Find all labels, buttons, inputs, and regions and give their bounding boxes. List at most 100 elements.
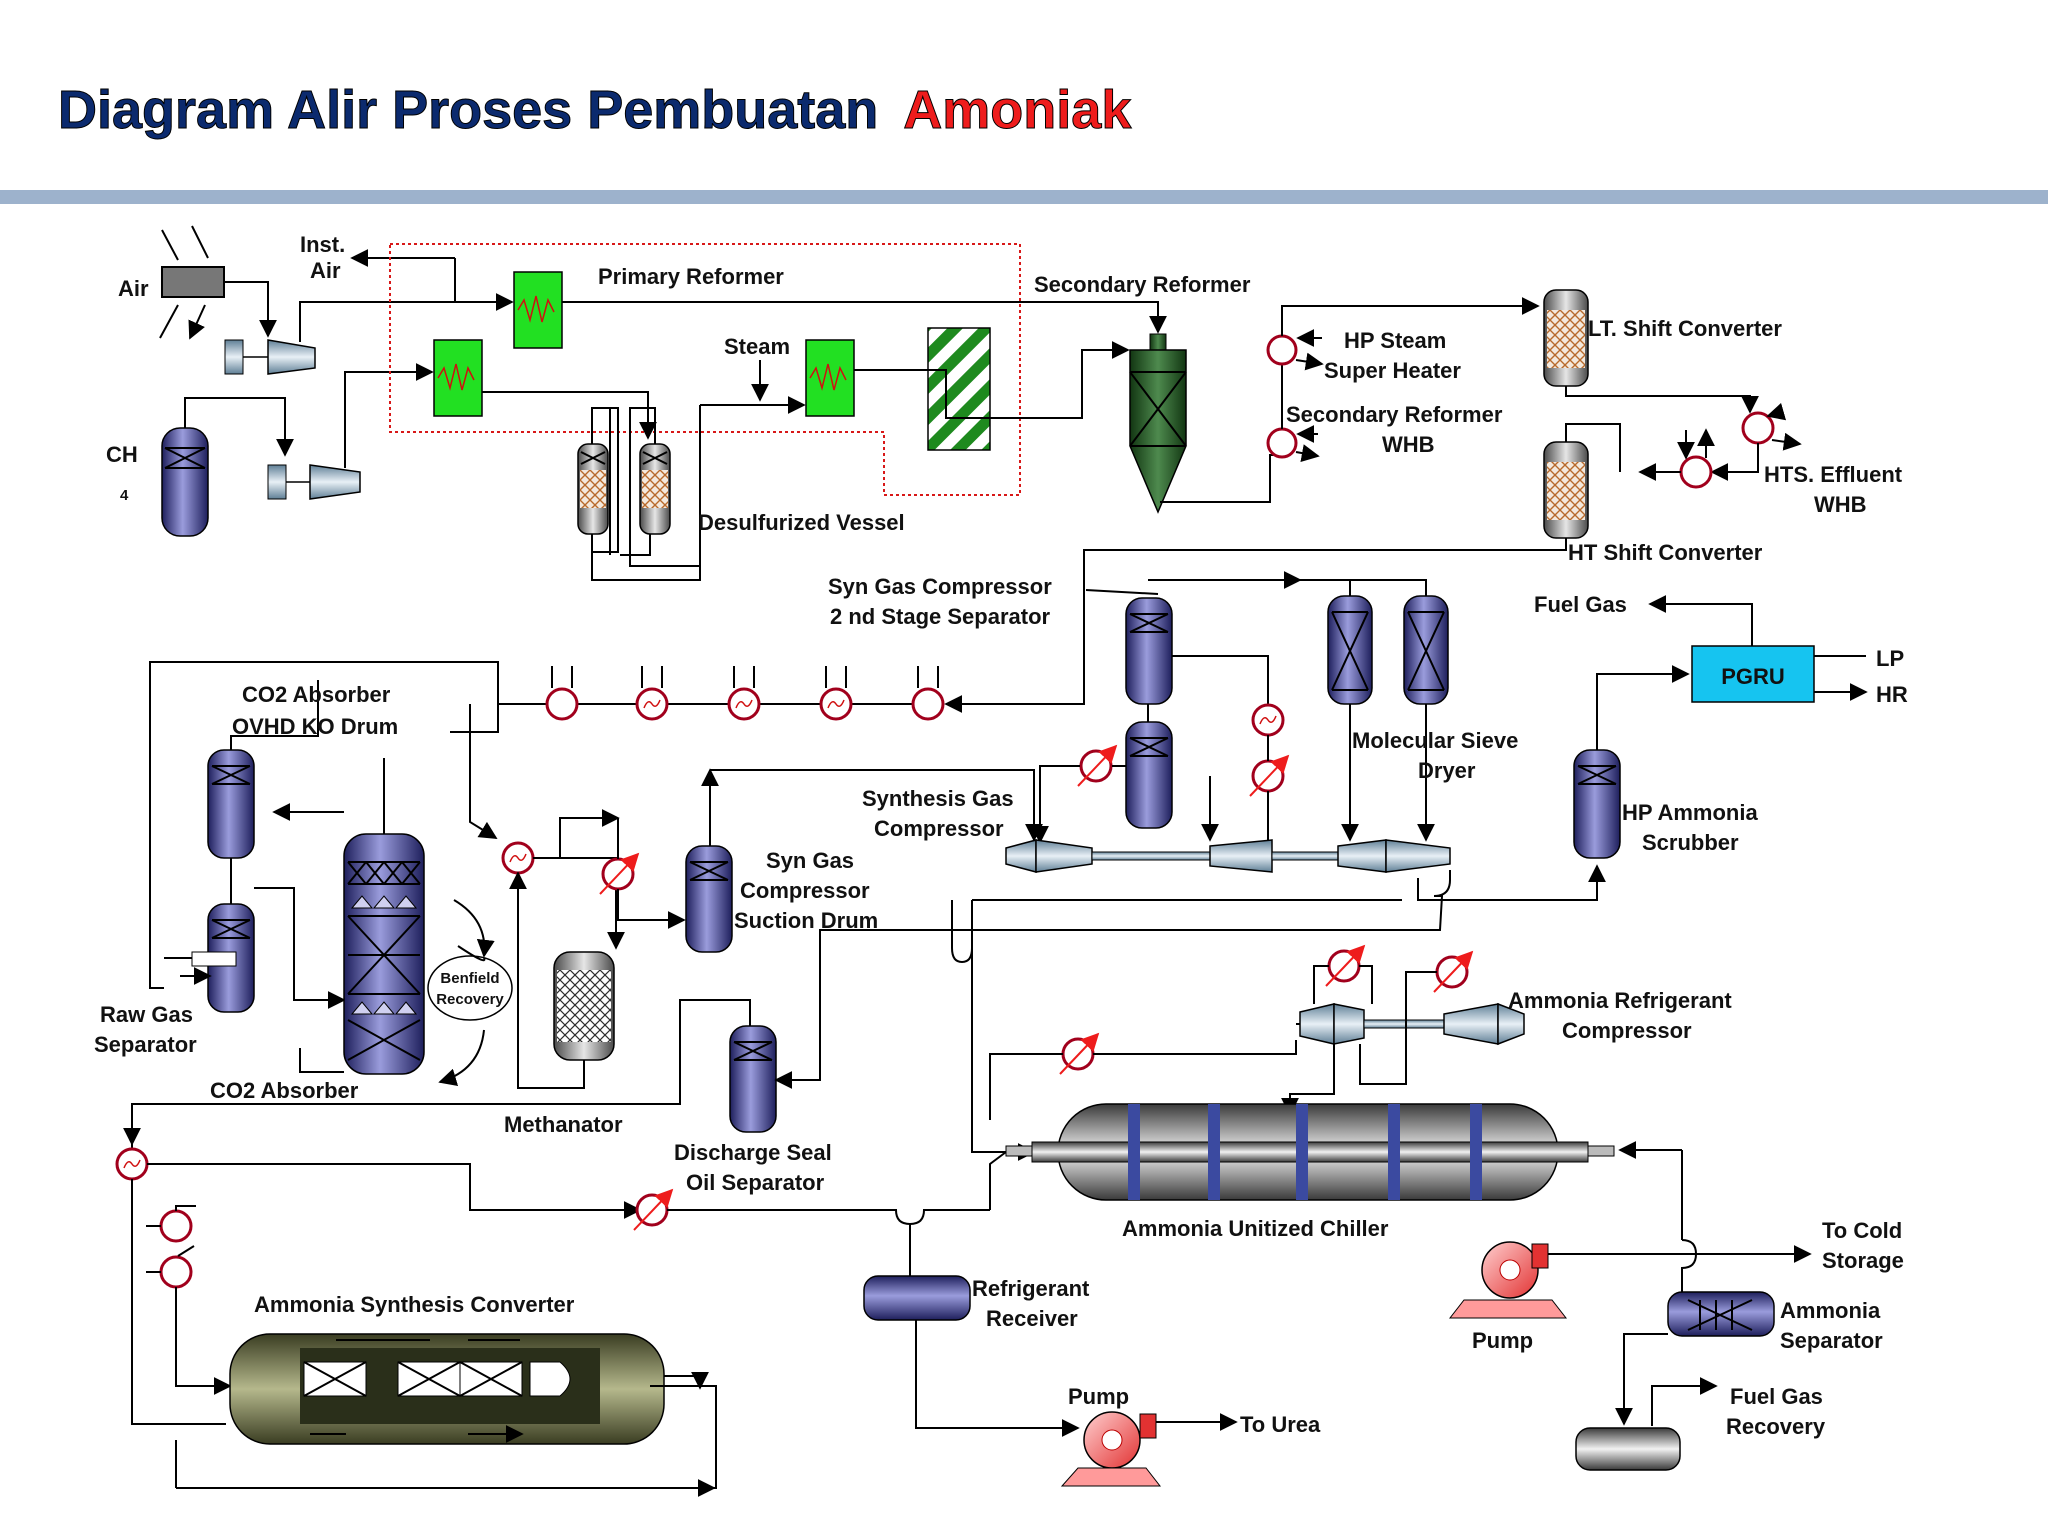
label-ht-shift: HT Shift Converter <box>1568 540 1763 565</box>
primary-reformer-catalyst <box>854 327 991 451</box>
air-compressor <box>224 293 514 375</box>
fuel-gas-recovery-drum <box>1575 1427 1681 1471</box>
label-mol-sieve-1: Molecular Sieve <box>1352 728 1518 753</box>
syn-gas-2nd-stage-separator <box>1125 597 1173 705</box>
label-secondary-reformer: Secondary Reformer <box>1034 272 1251 297</box>
desulfurized-vessel-1 <box>577 443 609 535</box>
pump-to-urea <box>1060 1411 1238 1487</box>
methanator <box>509 871 615 1089</box>
label-hts-whb-1: HTS. Effluent <box>1764 462 1903 487</box>
label-hp-steam-1: HP Steam <box>1344 328 1446 353</box>
ht-shift-converter <box>1543 441 1589 539</box>
label-air: Air <box>118 276 149 301</box>
label-steam: Steam <box>724 334 790 359</box>
label-nh3-sep-1: Ammonia <box>1780 1298 1881 1323</box>
lt-shift-converter <box>1543 289 1589 387</box>
label-hp-scrub-2: Scrubber <box>1642 830 1739 855</box>
label-ref-recv-1: Refrigerant <box>972 1276 1090 1301</box>
interstage-coolers <box>1040 703 1290 842</box>
primary-reformer-heater-2 <box>433 339 483 417</box>
label-hr: HR <box>1876 682 1908 707</box>
label-seal-oil-1: Discharge Seal <box>674 1140 832 1165</box>
label-inst-air-1: Inst. <box>300 232 345 257</box>
discharge-seal-oil-separator <box>729 870 1451 1133</box>
syn-gas-suction-drum <box>685 768 1043 953</box>
hts-effluent-whb <box>1710 402 1802 481</box>
title-highlight: Amoniak <box>903 80 1132 140</box>
pgru-unit <box>1691 645 1815 703</box>
label-benfield-1: Benfield <box>440 970 499 987</box>
steam-heater <box>805 339 855 417</box>
label-synth-converter: Ammonia Synthesis Converter <box>254 1292 575 1317</box>
ammonia-synthesis-converter <box>175 1333 717 1489</box>
label-fgr-2: Recovery <box>1726 1414 1826 1439</box>
ammonia-refrigerant-compressor <box>1299 1002 1525 1046</box>
refrigerant-receiver <box>863 1224 1078 1428</box>
hp-steam-super-heater <box>1266 297 1540 371</box>
label-suct-2: Compressor <box>740 878 870 903</box>
label-lp: LP <box>1876 646 1904 671</box>
syn-gas-separator-lower <box>1125 721 1173 829</box>
label-syn-sep-1: Syn Gas Compressor <box>828 574 1052 599</box>
label-nh3-ref-comp-2: Compressor <box>1562 1018 1692 1043</box>
sec-reformer-whb <box>1266 364 1320 462</box>
title-main: Diagram Alir Proses Pembuatan <box>58 80 878 140</box>
label-benfield-2: Recovery <box>436 991 504 1008</box>
label-primary-reformer: Primary Reformer <box>598 264 784 289</box>
label-nh3-ref-comp-1: Ammonia Refrigerant <box>1508 988 1732 1013</box>
desulfurized-vessel-2 <box>639 443 671 535</box>
methanator-cooler <box>599 818 684 920</box>
synthesis-gas-compressor <box>1005 704 1451 873</box>
hts-effluent-exchanger <box>1638 428 1715 489</box>
label-raw-gas-2: Separator <box>94 1032 197 1057</box>
pgru-label: PGRU <box>1721 664 1785 689</box>
title-rule <box>0 190 2048 204</box>
label-mol-sieve-2: Dryer <box>1418 758 1476 783</box>
refrigerant-coolers <box>989 944 1474 1120</box>
label-ch-sub: 4 <box>120 487 129 504</box>
methanator-exchanger <box>501 809 625 950</box>
label-syn-comp-2: Compressor <box>874 816 1004 841</box>
label-hp-scrub-1: HP Ammonia <box>1622 800 1758 825</box>
label-inst-air-2: Air <box>310 258 341 283</box>
secondary-reformer <box>1129 333 1282 514</box>
label-pump: Pump <box>1472 1328 1533 1353</box>
label-lt-shift: LT. Shift Converter <box>1588 316 1782 341</box>
label-pump-urea: Pump <box>1068 1384 1129 1409</box>
co2-absorber-ovhd-ko-drum <box>207 749 255 859</box>
label-co2-absorber: CO2 Absorber <box>210 1078 359 1103</box>
air-filter <box>161 266 225 298</box>
co2-absorber <box>343 833 425 1075</box>
label-sec-ref-whb-2: WHB <box>1382 432 1435 457</box>
label-hts-whb-2: WHB <box>1814 492 1867 517</box>
hp-ammonia-scrubber <box>1417 665 1690 901</box>
label-suct-1: Syn Gas <box>766 848 854 873</box>
label-raw-gas-1: Raw Gas <box>100 1002 193 1027</box>
label-cold-2: Storage <box>1822 1248 1904 1273</box>
primary-reformer-boundary <box>389 243 1021 496</box>
label-chiller: Ammonia Unitized Chiller <box>1122 1216 1389 1241</box>
pump-cold-storage <box>1448 1239 1812 1319</box>
synthesis-loop-exchangers <box>115 1147 642 1425</box>
label-suct-3: Suction Drum <box>734 908 878 933</box>
ammonia-separator <box>1624 1291 1775 1426</box>
label-desulfurized-vessel: Desulfurized Vessel <box>698 510 905 535</box>
page-title: Diagram Alir Proses Pembuatan Amoniak <box>58 80 1132 140</box>
primary-reformer-heater-1 <box>513 271 563 349</box>
label-fuel-gas: Fuel Gas <box>1534 592 1627 617</box>
label-ref-recv-2: Receiver <box>986 1306 1078 1331</box>
syn-gas-cooling-train <box>149 661 945 989</box>
label-hp-steam-2: Super Heater <box>1324 358 1461 383</box>
ammonia-unitized-chiller <box>1005 1103 1683 1240</box>
feed-compressor <box>267 363 434 500</box>
label-syn-comp-1: Synthesis Gas <box>862 786 1014 811</box>
label-co2-ko-2: OVHD KO Drum <box>232 714 398 739</box>
label-co2-ko-1: CO2 Absorber <box>242 682 391 707</box>
air-intake <box>159 225 277 338</box>
label-nh3-sep-2: Separator <box>1780 1328 1883 1353</box>
raw-gas-separator <box>164 903 255 1013</box>
label-to-urea: To Urea <box>1240 1412 1321 1437</box>
ch4-feed-drum <box>161 397 294 537</box>
label-sec-ref-whb-1: Secondary Reformer <box>1286 402 1503 427</box>
